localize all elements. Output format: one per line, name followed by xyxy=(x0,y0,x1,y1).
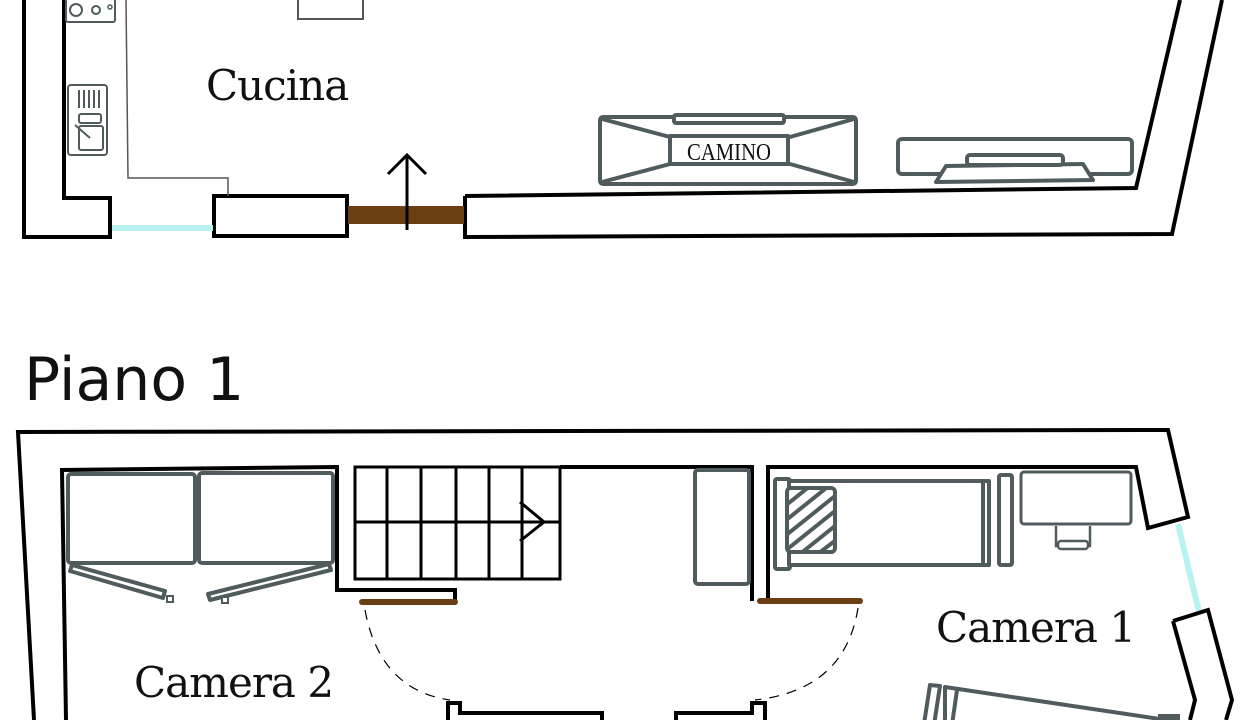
ground-floor-south-wall xyxy=(463,0,1224,240)
hall-wall xyxy=(560,465,754,601)
stairs-direction-arrow-icon xyxy=(519,500,547,543)
stove-icon xyxy=(65,0,116,23)
first-floor-outer-wall xyxy=(15,427,1191,720)
room-label-cucina: Cucina xyxy=(206,61,348,110)
staircase xyxy=(353,465,562,581)
sink-icon xyxy=(67,84,108,156)
hall-cabinet xyxy=(693,468,751,586)
ground-floor: Cucina CAMINO xyxy=(22,0,1224,240)
hall-bottom-wall-right xyxy=(674,701,767,720)
hall-bottom-wall-left xyxy=(446,701,604,720)
ground-floor-inner-wall xyxy=(464,0,1182,198)
bed-camera-1 xyxy=(773,473,1014,571)
camera-1-east-wall xyxy=(1172,607,1235,720)
bed-camera-1-lower xyxy=(922,683,1181,720)
window-camera-1 xyxy=(1175,523,1202,613)
tv-unit xyxy=(896,137,1134,184)
wall-segment xyxy=(212,194,349,238)
entrance-arrow-icon xyxy=(386,152,428,230)
door-swing-camera-2 xyxy=(364,609,451,701)
first-floor-inner-wall xyxy=(59,464,457,720)
floor-title: Piano 1 xyxy=(24,345,244,415)
camera-1-east-wall-inner xyxy=(1171,620,1198,720)
room-label-camera-1: Camera 1 xyxy=(936,603,1135,652)
kitchen-counter xyxy=(125,0,229,196)
fireplace: CAMINO xyxy=(598,113,858,186)
wardrobe-camera-2 xyxy=(66,471,335,604)
first-floor: Camera 1 Camera 2 xyxy=(15,427,1235,720)
fireplace-label: CAMINO xyxy=(687,140,771,166)
ground-floor-outer-wall xyxy=(22,0,112,239)
door-swing-camera-1 xyxy=(754,607,859,701)
room-label-camera-2: Camera 2 xyxy=(134,658,333,707)
kitchen-table xyxy=(297,0,364,20)
desk-camera-1 xyxy=(1019,470,1133,551)
